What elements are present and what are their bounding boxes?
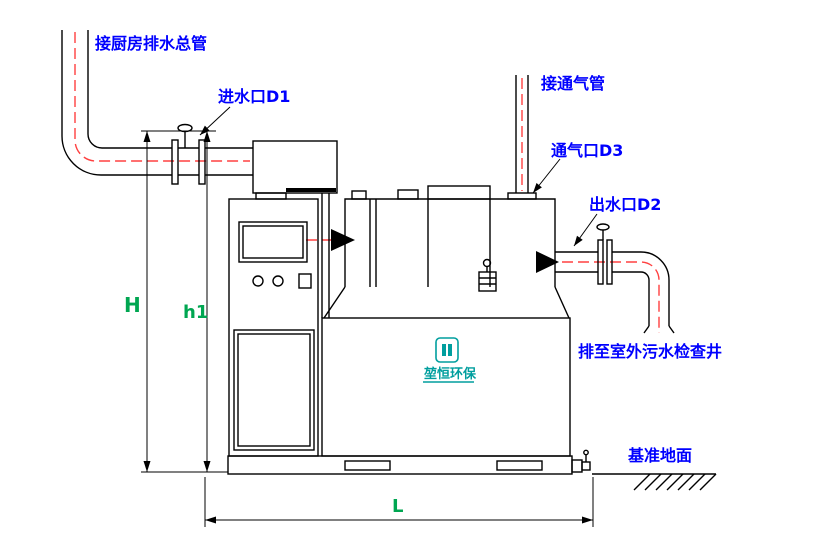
outlet-flow-arrow-icon (536, 251, 559, 273)
label-kitchen-main-pipe: 接厨房排水总管 (95, 34, 207, 53)
inlet-duct (321, 193, 330, 318)
label-discharge-well: 排至室外污水检查井 (578, 342, 722, 361)
logo-mark-bar-2 (448, 344, 452, 356)
junction-box-body (252, 140, 338, 194)
drain-valve-knob-icon (583, 449, 589, 456)
leader-lines (199, 106, 598, 247)
outlet-elbow-outer (640, 251, 670, 326)
inlet-pipe-inner-wall (87, 30, 172, 149)
outlet-pipe-assembly (555, 223, 675, 334)
vent-flange (507, 192, 537, 200)
main-tank (321, 185, 571, 457)
internal-valve-lines (479, 277, 496, 285)
label-outlet-d2: 出水口D2 (589, 195, 661, 214)
pipe-centerlines (74, 32, 660, 333)
base-vent-slot-1 (344, 460, 391, 471)
ground-hatch (592, 473, 717, 491)
inlet-flow-arrow-icon (331, 229, 355, 251)
dimension-L-arrow-left (205, 516, 216, 524)
outlet-valve-handle-icon (596, 223, 610, 231)
tank-top-fitting-2 (397, 189, 419, 200)
outlet-pipe-straight (612, 251, 641, 273)
internal-valve-body (478, 271, 497, 292)
dimension-H-arrow-bottom (143, 461, 151, 472)
outlet-flange-2 (606, 239, 613, 285)
tank-hopper-slants (323, 286, 570, 319)
top-junction-box (252, 140, 338, 200)
dimension-h1: h1 (183, 131, 211, 472)
cabinet-door-outer (233, 329, 315, 451)
drain-fitting-cap (581, 461, 591, 471)
panel-switch (298, 273, 312, 289)
dimension-h1-label: h1 (183, 302, 208, 323)
base-body (227, 455, 573, 475)
flow-arrows (331, 229, 559, 273)
base-frame (227, 449, 591, 475)
dimension-L: L (204, 477, 594, 527)
tank-internal-dividers (369, 199, 491, 287)
logo-text: 堃恒环保 (424, 366, 477, 382)
junction-box-step (255, 192, 287, 200)
annotation-labels: 接厨房排水总管 进水口D1 接通气管 通气口D3 出水口D2 排至室外污水检查井… (95, 34, 722, 465)
label-vent-d3: 通气口D3 (551, 141, 623, 160)
logo-mark-bar-1 (442, 344, 446, 356)
outlet-leader-arrow (574, 235, 583, 246)
label-inlet-d1: 进水口D1 (218, 87, 290, 106)
tank-top-fitting-1 (351, 190, 367, 200)
panel-button-1 (252, 275, 264, 287)
inlet-leader-arrow (200, 125, 210, 135)
display-panel-inner (242, 225, 304, 259)
display-panel-outer (238, 221, 308, 263)
vent-pipe-walls (515, 75, 529, 193)
label-vent-connect: 接通气管 (541, 74, 605, 93)
dimension-L-label: L (392, 496, 403, 517)
ground-hatch-strokes (633, 473, 717, 491)
outlet-nozzle (555, 251, 598, 273)
dimension-H-arrow-top (143, 131, 151, 142)
logo-mark-icon (435, 337, 459, 363)
dimension-H: H (124, 130, 228, 473)
tank-top-center-hatch (427, 185, 491, 200)
base-vent-slot-2 (496, 460, 543, 471)
inlet-pipe-outer-wall (61, 30, 172, 176)
vent-leader-arrow (533, 183, 542, 193)
dimension-h1-arrow-top (203, 131, 211, 142)
cabinet-door-inner (237, 333, 311, 447)
panel-button-2 (272, 275, 284, 287)
dimension-H-label: H (124, 293, 141, 317)
inlet-pipe-end (205, 147, 253, 176)
inlet-pipe-mid (178, 147, 199, 176)
inlet-flange-1 (171, 139, 179, 185)
dimension-L-arrow-right (582, 516, 593, 524)
label-datum-ground: 基准地面 (627, 446, 692, 465)
dimension-h1-arrow-bottom (203, 461, 211, 472)
outlet-pipe-end-flare (643, 325, 675, 334)
vent-pipe (515, 75, 529, 193)
outlet-elbow-inner (640, 271, 650, 326)
inlet-valve-handle-icon (177, 123, 193, 133)
outlet-flange-1 (597, 239, 604, 285)
inlet-pipe-assembly (61, 30, 253, 185)
drain-fitting-body (571, 459, 583, 473)
manufacturer-logo: 堃恒环保 (423, 337, 477, 383)
control-cabinet (228, 193, 330, 457)
inlet-flange-2 (198, 139, 206, 185)
